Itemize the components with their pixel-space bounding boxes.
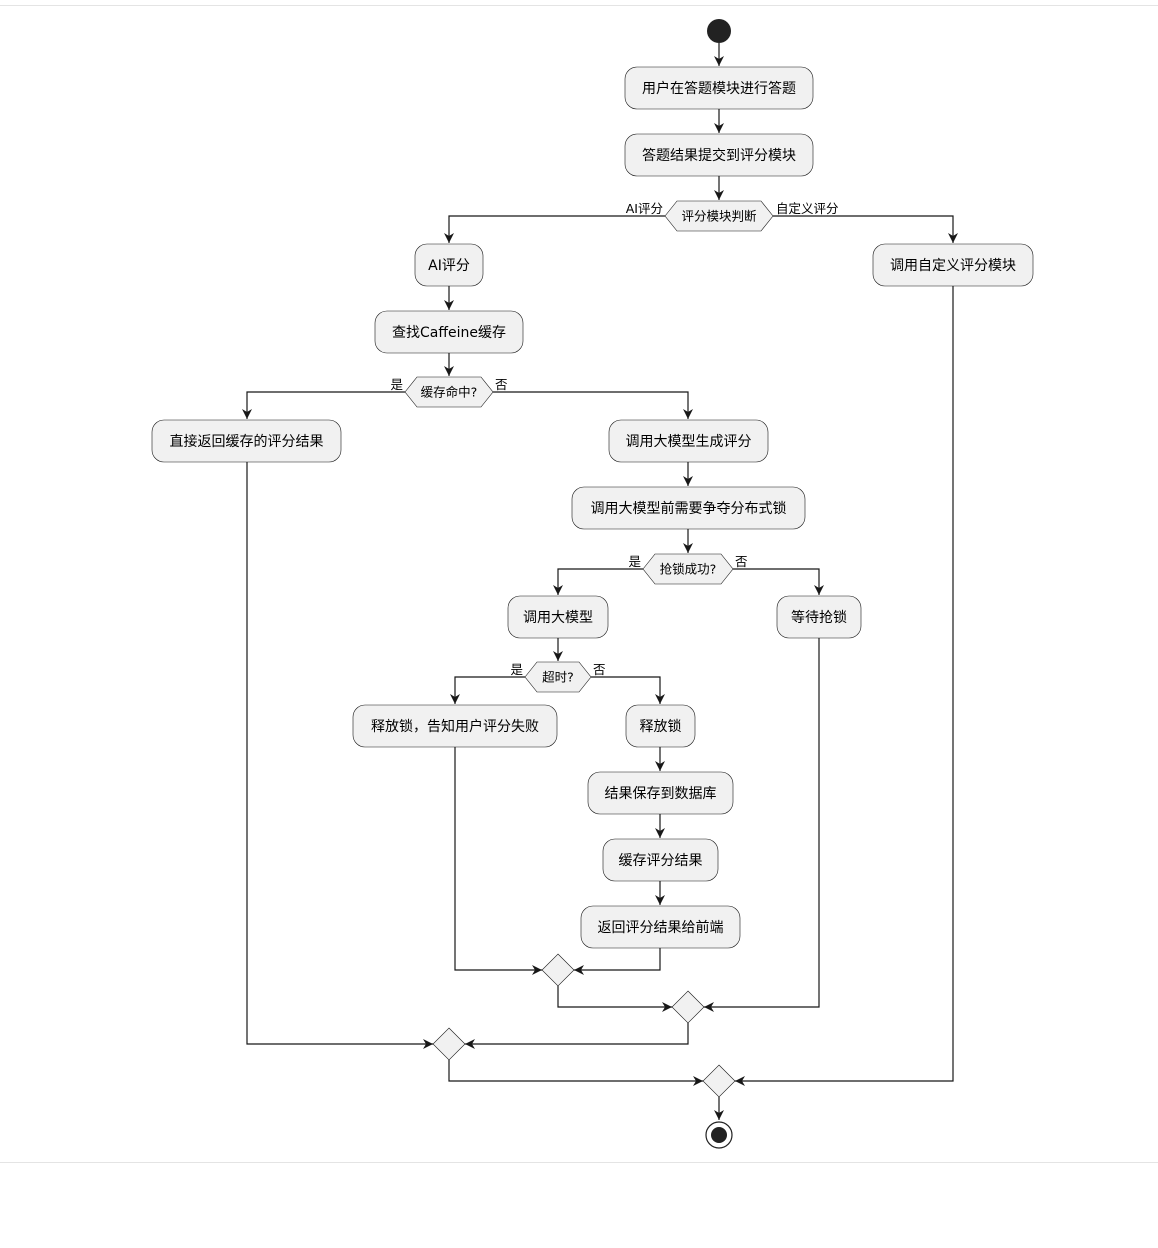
decision-cache-hit: 缓存命中? bbox=[404, 376, 494, 408]
svg-text:等待抢锁: 等待抢锁 bbox=[791, 609, 847, 626]
frame-bottom-border bbox=[0, 1162, 1158, 1163]
decision-timeout: 超时? bbox=[524, 661, 592, 693]
svg-text:直接返回缓存的评分结果: 直接返回缓存的评分结果 bbox=[170, 433, 324, 450]
activity-submit: 答题结果提交到评分模块 bbox=[624, 133, 814, 177]
label-module-custom: 自定义评分 bbox=[776, 201, 839, 216]
svg-text:调用自定义评分模块: 调用自定义评分模块 bbox=[890, 258, 1016, 274]
edge-return-merge bbox=[574, 948, 661, 975]
edge-decision-ai bbox=[444, 215, 665, 243]
activity-call-llm: 调用大模型 bbox=[507, 595, 609, 639]
decision-module: 评分模块判断 bbox=[664, 200, 774, 232]
svg-text:调用大模型前需要争夺分布式锁: 调用大模型前需要争夺分布式锁 bbox=[591, 500, 787, 517]
label-module-ai: AI评分 bbox=[626, 201, 663, 216]
svg-text:缓存命中?: 缓存命中? bbox=[421, 385, 478, 400]
activity-release-fail: 释放锁，告知用户评分失败 bbox=[352, 704, 558, 748]
activity-release: 释放锁 bbox=[625, 704, 696, 748]
activity-acquire-lock: 调用大模型前需要争夺分布式锁 bbox=[571, 486, 806, 530]
edges bbox=[242, 43, 958, 1120]
activity-find-cache: 查找Caffeine缓存 bbox=[374, 310, 524, 354]
activity-ai-scoring: AI评分 bbox=[414, 243, 484, 287]
svg-text:答题结果提交到评分模块: 答题结果提交到评分模块 bbox=[642, 147, 796, 164]
svg-text:调用大模型生成评分: 调用大模型生成评分 bbox=[626, 434, 752, 450]
merge-diamond-cache bbox=[432, 1027, 466, 1061]
edge-lock-no bbox=[733, 568, 824, 595]
activity-return-frontend: 返回评分结果给前端 bbox=[580, 905, 741, 949]
activity-cache-result: 缓存评分结果 bbox=[602, 838, 719, 882]
frame-top-border bbox=[0, 5, 1158, 6]
svg-text:释放锁，告知用户评分失败: 释放锁，告知用户评分失败 bbox=[371, 718, 539, 735]
edge-hit-no bbox=[493, 391, 693, 419]
label-cache-yes: 是 bbox=[390, 377, 403, 392]
edge-merge3-merge4 bbox=[448, 1060, 703, 1086]
start-node bbox=[707, 19, 731, 43]
svg-text:超时?: 超时? bbox=[542, 670, 574, 685]
svg-text:结果保存到数据库: 结果保存到数据库 bbox=[605, 786, 717, 802]
edge-merge2-merge3 bbox=[465, 1023, 689, 1049]
label-lock-no: 否 bbox=[735, 554, 748, 569]
end-node bbox=[705, 1121, 733, 1149]
merge-diamond-timeout bbox=[541, 953, 575, 987]
label-timeout-yes: 是 bbox=[510, 662, 523, 677]
activity-call-llm-generate: 调用大模型生成评分 bbox=[608, 419, 769, 463]
label-timeout-no: 否 bbox=[593, 662, 606, 677]
svg-text:用户在答题模块进行答题: 用户在答题模块进行答题 bbox=[642, 80, 796, 97]
activity-answer: 用户在答题模块进行答题 bbox=[624, 66, 814, 110]
edge-wait-merge2 bbox=[704, 638, 820, 1012]
label-lock-yes: 是 bbox=[628, 554, 641, 569]
svg-text:调用大模型: 调用大模型 bbox=[523, 610, 593, 626]
edge-custom-merge4 bbox=[735, 286, 954, 1086]
edge-fail-merge bbox=[454, 747, 542, 975]
decision-lock-ok: 抢锁成功? bbox=[642, 553, 734, 585]
activity-wait-lock: 等待抢锁 bbox=[776, 595, 862, 639]
edge-lock-yes bbox=[553, 568, 643, 595]
edge-hit-yes bbox=[242, 391, 405, 419]
merge-diamond-module bbox=[702, 1064, 736, 1098]
svg-text:评分模块判断: 评分模块判断 bbox=[681, 209, 756, 224]
svg-text:查找Caffeine缓存: 查找Caffeine缓存 bbox=[392, 325, 506, 341]
svg-text:AI评分: AI评分 bbox=[428, 258, 470, 274]
edge-merge1-merge2 bbox=[557, 986, 672, 1012]
activity-return-cached: 直接返回缓存的评分结果 bbox=[151, 419, 342, 463]
svg-text:释放锁: 释放锁 bbox=[640, 719, 682, 735]
edge-decision-custom bbox=[773, 215, 958, 243]
svg-text:缓存评分结果: 缓存评分结果 bbox=[619, 853, 703, 869]
edge-timeout-yes bbox=[450, 676, 525, 704]
svg-text:返回评分结果给前端: 返回评分结果给前端 bbox=[598, 919, 724, 936]
merge-diamond-lock bbox=[671, 990, 705, 1024]
label-cache-no: 否 bbox=[495, 377, 508, 392]
activity-custom-module: 调用自定义评分模块 bbox=[872, 243, 1034, 287]
edge-cached-merge3 bbox=[246, 462, 433, 1049]
edge-timeout-no bbox=[591, 676, 665, 704]
svg-text:抢锁成功?: 抢锁成功? bbox=[660, 562, 717, 577]
activity-save-db: 结果保存到数据库 bbox=[587, 771, 734, 815]
